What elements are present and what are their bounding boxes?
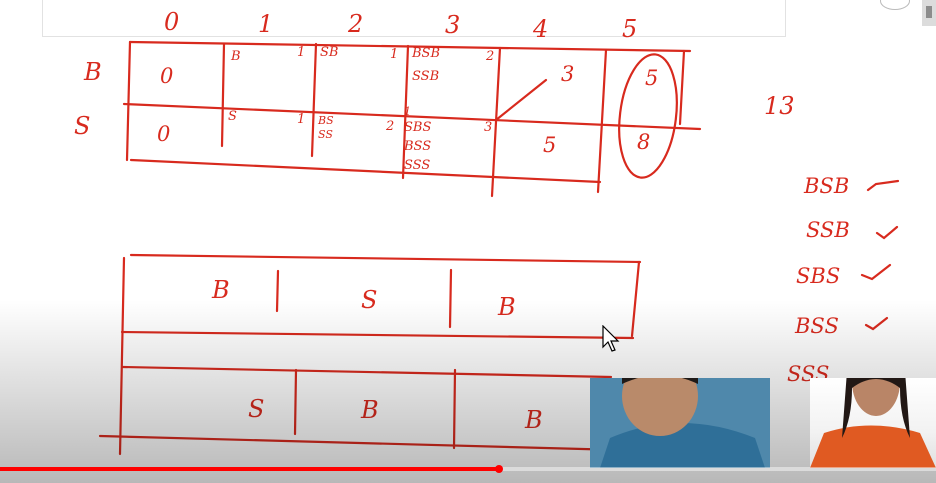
row-label-b: B <box>84 58 102 86</box>
lower-cell-3-2: B <box>361 396 379 424</box>
lower-table-bottom-line <box>98 434 622 452</box>
upper-table-mid-line <box>122 102 702 131</box>
check-mark-2 <box>875 225 899 240</box>
sequence-item-4: BSS <box>795 314 839 338</box>
sequence-item-1: BSB <box>804 174 850 198</box>
upper-table-col2-line <box>310 42 318 158</box>
column-header-1: 1 <box>258 10 274 38</box>
upper-table-bottom-line <box>129 158 602 184</box>
lower-cell-1-3: B <box>498 293 516 321</box>
check-mark-1 <box>866 179 900 192</box>
presenter-left-figure <box>590 378 770 468</box>
presenter-right-figure <box>810 378 936 468</box>
lower-table-line-3 <box>121 365 613 379</box>
cell-b-4: 3 <box>561 62 575 86</box>
lower-table-left-line <box>118 256 126 456</box>
upper-table-left-line <box>125 40 132 162</box>
cell-s-2-entry-2: SS <box>318 128 333 141</box>
cell-s-1-count: 1 <box>297 112 306 127</box>
lower-cell-1-1: B <box>212 276 230 304</box>
cell-s-2-count: 2 <box>386 119 395 134</box>
cell-b-3-entry-1: BSB <box>412 46 441 61</box>
answer-circle <box>618 53 678 179</box>
lower-cell-3-3: B <box>525 406 543 434</box>
lower-divider-2 <box>448 268 453 329</box>
cell-s-4: 5 <box>543 133 557 157</box>
row-label-s: S <box>74 112 91 140</box>
cell-b-1-entry: B <box>231 49 241 64</box>
top-panel <box>42 0 786 37</box>
video-progress-bar[interactable] <box>0 465 936 473</box>
cell-s-2-entry-1: BS <box>318 114 334 127</box>
presenter-webcam-right <box>810 378 936 468</box>
lower-divider-1 <box>275 269 280 313</box>
check-mark-4 <box>864 316 889 331</box>
cell-s-0: 0 <box>157 122 171 146</box>
check-mark-3 <box>860 263 892 281</box>
cell-b-3-count: 2 <box>486 49 495 64</box>
cell-b-2-entry: SB <box>320 45 339 60</box>
sequence-item-2: SSB <box>806 218 850 242</box>
upper-table-col1-line <box>220 42 226 148</box>
cell-b-0: 0 <box>160 64 174 88</box>
cell-s-3-entry-2: BSS <box>404 139 432 154</box>
cell-b-5: 5 <box>645 66 659 90</box>
cell-s-3-entry-3: SSS <box>404 158 431 173</box>
column-header-5: 5 <box>622 15 638 43</box>
cell-s-3-count: 3 <box>484 120 493 135</box>
cell-b-2-count: 1 <box>390 47 399 62</box>
video-progress-fill <box>0 467 499 471</box>
lower-divider-3 <box>293 368 298 436</box>
upper-table-col5-line <box>596 48 608 194</box>
lower-cell-3-1: S <box>248 395 265 423</box>
total-count: 13 <box>764 92 795 120</box>
column-header-0: 0 <box>164 8 180 36</box>
mouse-cursor-icon <box>602 325 620 352</box>
upper-table-col4-line <box>490 46 502 198</box>
scrollbar[interactable] <box>922 0 936 26</box>
cell-s-5: 8 <box>637 130 651 154</box>
cell-s-1-entry: S <box>228 109 237 124</box>
carry-arrow <box>494 78 548 122</box>
cell-s-3-entry-1: SBS <box>404 120 432 135</box>
lower-cell-1-2: S <box>361 286 378 314</box>
lower-table-top-line <box>129 253 642 264</box>
cell-b-1-count: 1 <box>297 45 306 60</box>
lower-divider-4 <box>452 368 457 450</box>
column-header-4: 4 <box>533 15 549 43</box>
upper-table-right-line <box>678 49 686 126</box>
lower-table-right-line <box>630 260 641 338</box>
sequence-item-3: SBS <box>796 264 841 288</box>
cell-s-3-mark: 1 <box>404 105 411 118</box>
column-header-3: 3 <box>445 11 461 39</box>
column-header-2: 2 <box>348 10 364 38</box>
video-progress-thumb[interactable] <box>494 465 503 473</box>
lower-table-line-2 <box>120 330 635 340</box>
scrollbar-thumb[interactable] <box>926 6 932 18</box>
cell-b-3-entry-2: SSB <box>412 69 440 84</box>
presenter-webcam-left <box>590 378 770 468</box>
upper-table-col3-line <box>401 44 410 180</box>
